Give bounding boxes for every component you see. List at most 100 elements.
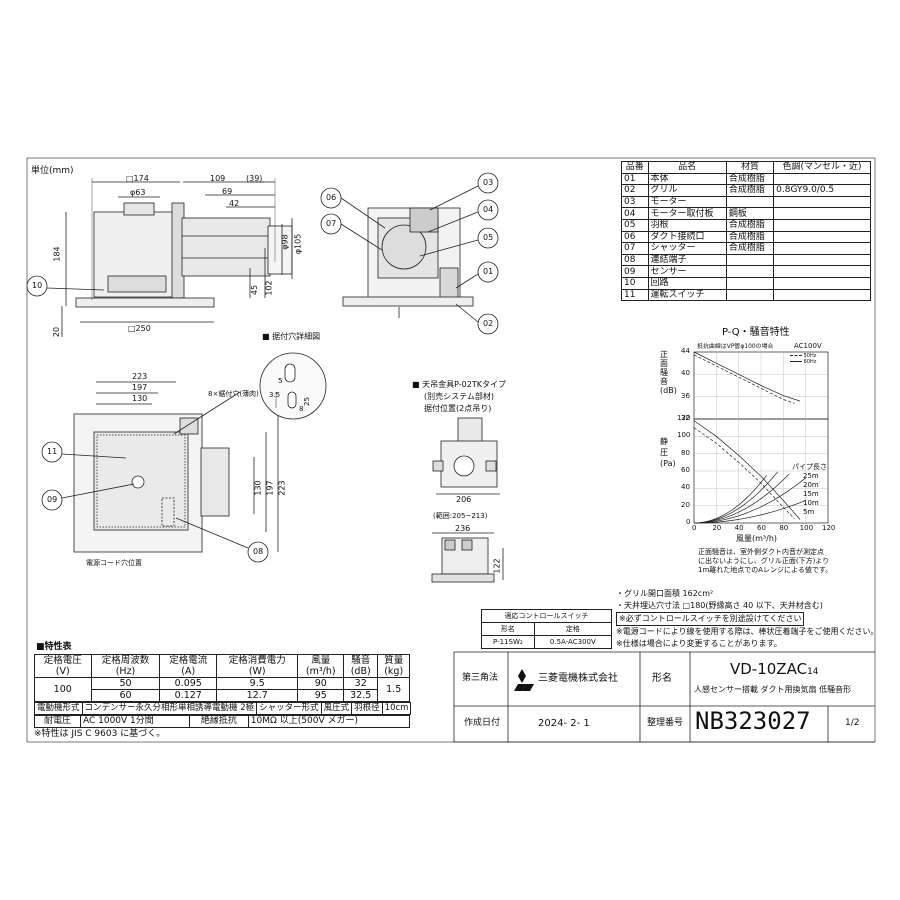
- dim-39: (39): [246, 174, 263, 183]
- ytick-label: 0: [686, 518, 691, 526]
- xtick-label: 0: [692, 524, 697, 532]
- model-suffix: 14: [807, 667, 819, 677]
- parts-cell: モーター: [647, 195, 727, 209]
- parts-cell: [773, 207, 871, 220]
- legend-label-60hz: 60Hz: [803, 359, 817, 365]
- chart-footnote-3: 1m離れた地点でのAレンジによる値です。: [698, 566, 833, 574]
- dim-42: 42: [229, 199, 240, 208]
- spec-voltage: 100: [34, 677, 92, 702]
- spec-mass: 1.5: [377, 677, 410, 702]
- spec-header-name: 定格消費電力: [228, 655, 286, 666]
- spec-current-50: 0.095: [159, 677, 217, 690]
- dim-69: 69: [222, 187, 233, 196]
- dim-197-top: 197: [132, 383, 148, 392]
- chart-curves: [693, 351, 806, 524]
- spec-withstand-value: AC 1000V 1分間: [79, 715, 190, 728]
- dim-109: 109: [210, 174, 226, 183]
- spec-header-name: 定格電流: [169, 655, 208, 666]
- chart-xlabel: 風量(m³/h): [736, 534, 778, 543]
- pipe-length-label: 25m: [803, 472, 819, 480]
- pq-line-60Hz: [693, 420, 801, 520]
- dim-184: 184: [52, 246, 62, 262]
- parts-cell: 05: [621, 218, 649, 232]
- spec-header-cell: 質量(kg): [377, 654, 410, 678]
- parts-cell: 運転スイッチ: [647, 288, 727, 302]
- ytick-label: 120: [677, 414, 691, 422]
- dim-45: 45: [250, 284, 260, 296]
- callout-06: 06: [326, 193, 337, 202]
- callout-08: 08: [253, 547, 264, 556]
- spec-note: ※特性は JIS C 9603 に基づく。: [34, 729, 166, 739]
- callout-09: 09: [47, 495, 58, 504]
- spec-header-name: 定格電圧: [43, 655, 82, 666]
- pipe-length-label: 5m: [803, 508, 815, 516]
- detail-dim-8: 8: [299, 405, 304, 413]
- hanger-top-drawing: [432, 417, 500, 495]
- spec-header-cell: 定格消費電力(W): [215, 654, 299, 678]
- note-switch: ※必ずコントロールスイッチを別途設けてください: [616, 612, 805, 626]
- spec-noise-60: 32.5: [343, 689, 379, 702]
- ytick-label: 44: [681, 347, 690, 355]
- spec-header-cell: 定格電流(A): [159, 654, 217, 678]
- resistance-curve-4: [693, 477, 806, 524]
- spec-airflow-60: 95: [297, 689, 345, 702]
- chart-ylabel-top: 正面騒音(dB): [660, 350, 677, 395]
- parts-cell: 鋼板: [725, 207, 775, 220]
- legend-item-50hz: 50Hz: [790, 353, 816, 359]
- footer-frame: [453, 651, 875, 743]
- parts-cell: [725, 288, 775, 302]
- parts-cell: 03: [621, 195, 649, 209]
- hanger-sub1: (別売システム部材): [424, 392, 495, 401]
- switch-rating: 0.5A-AC300V: [533, 635, 613, 649]
- parts-cell: 09: [621, 265, 649, 278]
- spec-header-cell: 定格周波数(Hz): [90, 654, 161, 678]
- detail-title: ■ 据付穴詳細図: [262, 332, 321, 341]
- parts-header-cell: 材質: [725, 161, 775, 174]
- model-label: 形名: [652, 673, 672, 684]
- chart-footnotes: 正面騒音は、室外側ダクト内音が測定点 に出ないようにし、グリル正面(下方)より …: [698, 548, 832, 575]
- spec-header-row: 定格電圧(V)定格周波数(Hz)定格電流(A)定格消費電力(W)風量(m³/h)…: [34, 654, 410, 678]
- spec-hz-60: 60: [90, 689, 161, 702]
- parts-header-cell: 色調(マンセル・近): [773, 161, 871, 174]
- hanger-122: 122: [492, 558, 502, 574]
- ytick-label: 100: [677, 431, 691, 440]
- parts-cell: グリル: [647, 184, 727, 197]
- parts-cell: 合成樹脂: [725, 218, 775, 232]
- parts-cell: 合成樹脂: [725, 230, 775, 244]
- notes: ・グリル開口面積 162cm² ・天井埋込穴寸法 □180(野縁高さ 40 以下…: [616, 588, 879, 650]
- parts-cell: 合成樹脂: [725, 172, 775, 186]
- parts-cell: 06: [621, 230, 649, 244]
- mount-hole-detail-drawing: [259, 352, 327, 420]
- spec-current-60: 0.127: [159, 689, 217, 702]
- parts-cell: [725, 253, 775, 267]
- note-spec-change: ※仕様は場合により変更することがあります。: [616, 639, 782, 648]
- ac-label: AC100V: [794, 342, 822, 350]
- parts-cell: 07: [621, 242, 649, 255]
- frame-border: [26, 157, 876, 743]
- spec-table-insulation: 耐電圧 AC 1000V 1分間 絶縁抵抗 10MΩ 以上(500V メガー): [34, 715, 411, 728]
- spec-header-name: 騒音: [351, 655, 371, 666]
- parts-cell: 合成樹脂: [725, 242, 775, 255]
- model-number: VD-10ZAC14: [730, 662, 819, 677]
- ytick-label: 80: [681, 448, 690, 457]
- pipe-label: パイプ長さ: [792, 463, 827, 471]
- parts-cell: [773, 253, 871, 267]
- xtick-label: 40: [734, 524, 744, 532]
- parts-cell: 連結端子: [647, 253, 727, 267]
- model-description: 人感センサー搭載 ダクト用換気扇 低騒音形: [694, 685, 852, 694]
- detail-dim-25: 25: [302, 397, 311, 406]
- callout-05: 05: [483, 233, 494, 242]
- parts-header-cell: 品名: [647, 161, 727, 174]
- projection-label: 第三角法: [462, 673, 499, 683]
- parts-cell: 01: [621, 172, 649, 186]
- switch-model: P-11SW₂: [481, 635, 535, 649]
- nail-hole-label: 8×鋸付穴(薄肉): [208, 390, 259, 398]
- hanger-sub2: 据付位置(2点吊り): [424, 404, 492, 413]
